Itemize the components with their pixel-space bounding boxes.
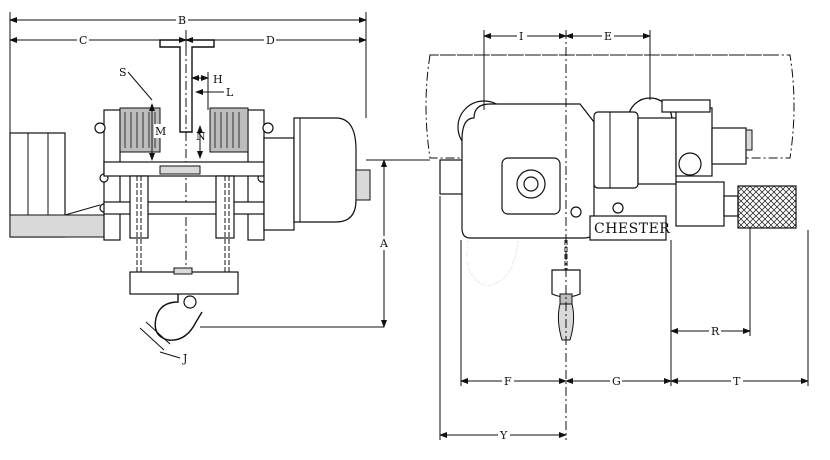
cord-housing: [675, 181, 725, 227]
side-view: [9, 12, 371, 351]
dim-label-j: J: [182, 352, 187, 365]
dim-label-s: S: [119, 66, 127, 79]
dim-label-l: L: [226, 86, 234, 99]
dim-label-t: T: [733, 375, 741, 388]
brand-label: CHESTER: [594, 221, 670, 237]
beam-outline: [425, 54, 795, 159]
dim-label-y: Y: [499, 429, 508, 442]
brand-plate: [589, 215, 667, 241]
dim-label-a: A: [379, 237, 389, 250]
dim-label-m: M: [155, 125, 166, 138]
mesh-strain-relief: [737, 185, 797, 229]
hand-chain-loop: [466, 239, 519, 287]
dim-label-d: D: [266, 34, 275, 47]
frame-bar-lower: [103, 201, 265, 215]
hook-block: [129, 271, 239, 295]
dim-label-h: H: [213, 73, 223, 86]
gear-housing: [293, 117, 357, 223]
wheel-right: [209, 107, 249, 153]
dim-label-n: N: [196, 130, 206, 143]
mount-plate: [9, 214, 106, 238]
dim-label-g: G: [612, 375, 621, 388]
dim-label-r: R: [711, 325, 720, 338]
dim-label-c: C: [79, 34, 87, 47]
chains-left-view: [136, 176, 230, 275]
dimension-labels: B C D H L S M N J A I E F G T R Y: [77, 13, 743, 442]
dim-label-f: F: [504, 375, 512, 388]
dim-label-e: E: [604, 30, 612, 43]
dim-label-b: B: [178, 14, 186, 27]
beam-section: [159, 39, 215, 133]
motor-cylinder: [593, 111, 639, 189]
front-view: CHESTER: [425, 54, 797, 341]
dim-label-i: I: [519, 30, 523, 43]
